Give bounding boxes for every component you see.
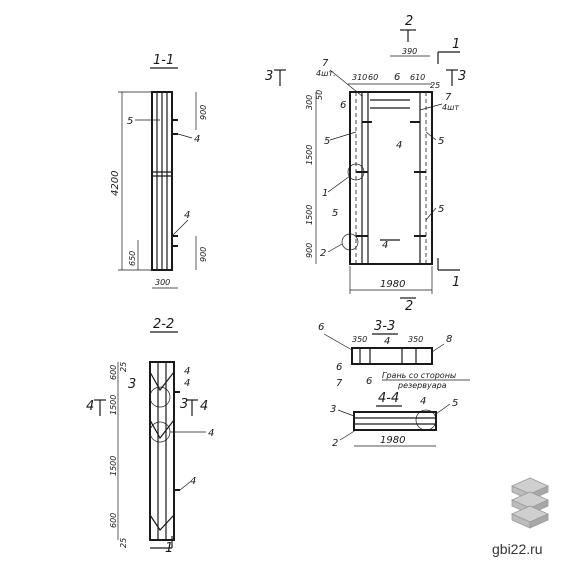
mark-4-a: 4 bbox=[194, 134, 200, 145]
section-3-3: 3-3 350 350 4 6 8 6 7 6 Грань со стороны… bbox=[318, 319, 470, 390]
section-mark-4-left: 4 bbox=[86, 399, 94, 414]
mark-6-left: 6 bbox=[340, 100, 346, 111]
mark-6-b: 6 bbox=[336, 362, 342, 373]
dim-25-a: 25 bbox=[119, 362, 128, 372]
section-1-1-title: 1-1 bbox=[153, 53, 174, 68]
mark-5-b: 5 bbox=[452, 398, 458, 409]
dim-1980-bottom: 1980 bbox=[380, 435, 405, 446]
dim-60: 60 bbox=[368, 73, 378, 82]
dim-650: 650 bbox=[128, 251, 137, 266]
mark-5: 5 bbox=[127, 116, 133, 127]
mark-4-top: 4 bbox=[396, 140, 402, 151]
mark-5-left: 5 bbox=[324, 136, 330, 147]
dim-25-b: 25 bbox=[119, 538, 128, 548]
dim-1500-b: 1500 bbox=[305, 205, 314, 225]
mark-3-a: 3 bbox=[128, 377, 136, 392]
elevation-view: 2 1 3 3 390 310 60 bbox=[265, 14, 466, 314]
section-2-2-title: 2-2 bbox=[153, 317, 174, 332]
mark-2-b: 2 bbox=[332, 438, 338, 449]
watermark-text: gbi22.ru bbox=[492, 541, 543, 557]
section-4-4-title: 4-4 bbox=[378, 391, 399, 406]
section-1-1: 1-1 4200 650 900 900 300 5 4 bbox=[110, 53, 208, 289]
mark-5-right: 5 bbox=[438, 136, 444, 147]
section-mark-2-bottom: 2 bbox=[405, 299, 413, 314]
mark-3-c: 3 bbox=[330, 404, 336, 415]
mark-4-c: 4 bbox=[184, 366, 190, 377]
dim-1980-top: 1980 bbox=[380, 279, 405, 290]
mark-4-b: 4 bbox=[184, 210, 190, 221]
dim-50: 50 bbox=[315, 90, 324, 100]
dim-600-top: 600 bbox=[109, 365, 118, 380]
section-2-2: 2-2 25 600 1500 1500 600 25 4 4 3 3 4 4 … bbox=[86, 317, 214, 556]
mark-5-mid: 5 bbox=[332, 208, 338, 219]
mark-4-e: 4 bbox=[208, 428, 214, 439]
mark-7: 7 bbox=[336, 378, 343, 389]
dim-1500-a: 1500 bbox=[305, 145, 314, 165]
dim-900-bottom: 900 bbox=[199, 247, 208, 262]
section-4-4: 4-4 3 4 5 2 1980 bbox=[330, 391, 458, 449]
mark-4-d: 4 bbox=[184, 378, 190, 389]
dim-1500-c: 1500 bbox=[109, 395, 118, 415]
dim-350-right: 350 bbox=[408, 335, 423, 344]
mark-5-right-low: 5 bbox=[438, 204, 444, 215]
mark-2-left: 2 bbox=[320, 248, 326, 259]
dim-300-top: 300 bbox=[305, 95, 314, 110]
dim-610: 610 bbox=[410, 73, 425, 82]
note-face-side-2: резервуара bbox=[397, 381, 447, 390]
section-mark-1-top: 1 bbox=[452, 37, 460, 52]
dim-310: 310 bbox=[352, 73, 367, 82]
section-mark-1-2-2: 1 bbox=[165, 541, 173, 556]
section-mark-3-left: 3 bbox=[265, 69, 273, 84]
mark-4-h: 4 bbox=[420, 396, 426, 407]
dim-600-bottom: 600 bbox=[109, 513, 118, 528]
mark-4-f: 4 bbox=[190, 476, 196, 487]
dim-900-top: 900 bbox=[199, 105, 208, 120]
mark-6-top: 6 bbox=[394, 72, 400, 83]
section-3-3-title: 3-3 bbox=[374, 319, 395, 334]
note-face-side-1: Грань со стороны bbox=[382, 371, 456, 380]
mark-4-bottom: 4 bbox=[382, 240, 388, 251]
mark-6-c: 6 bbox=[366, 376, 372, 387]
dim-900-left: 900 bbox=[305, 243, 314, 258]
dim-390: 390 bbox=[402, 47, 417, 56]
section-mark-3-right: 3 bbox=[458, 69, 466, 84]
qty-4pcs-right: 4шт bbox=[442, 103, 459, 112]
section-mark-2-top: 2 bbox=[405, 14, 413, 29]
dim-1500-d: 1500 bbox=[109, 456, 118, 476]
qty-4pcs-left: 4шт. bbox=[316, 69, 336, 78]
mark-7-right: 7 bbox=[445, 92, 452, 103]
section-mark-1-bottom: 1 bbox=[452, 275, 460, 290]
mark-3-b: 3 bbox=[180, 397, 188, 412]
mark-1-left: 1 bbox=[322, 188, 328, 199]
dim-350-left: 350 bbox=[352, 335, 367, 344]
mark-8: 8 bbox=[446, 334, 452, 345]
mark-6-a: 6 bbox=[318, 322, 324, 333]
mark-7-left: 7 bbox=[322, 58, 329, 69]
dim-25-top: 25 bbox=[430, 81, 440, 90]
dim-300: 300 bbox=[155, 278, 170, 287]
section-mark-4-right: 4 bbox=[200, 399, 208, 414]
dim-4200: 4200 bbox=[110, 171, 121, 196]
mark-4-g: 4 bbox=[384, 336, 390, 347]
watermark-logo: gbi22.ru bbox=[492, 477, 549, 557]
